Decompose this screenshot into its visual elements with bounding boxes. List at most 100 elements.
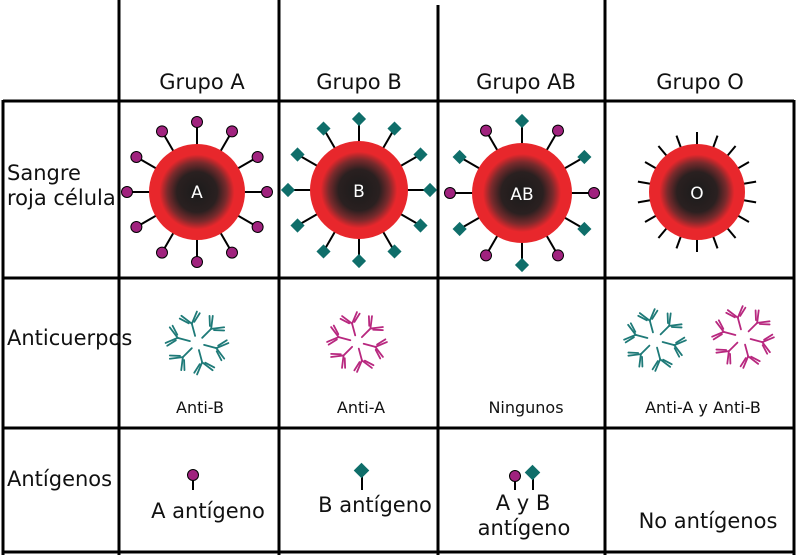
- red-cell-body: [649, 144, 745, 240]
- antigen-b-icon: [422, 182, 438, 198]
- antigen-a-icon: [251, 151, 264, 163]
- cell-letter-ab: AB: [510, 185, 533, 205]
- antigen-stalk: [219, 134, 231, 153]
- antigen-b-icon: [514, 257, 530, 273]
- antigen-stalk: [563, 158, 582, 170]
- antigen-b-icon: [316, 121, 331, 136]
- antibody-icon: [661, 336, 687, 358]
- antigen-b-icon: [452, 221, 467, 237]
- antigen-a-icon: [480, 249, 492, 262]
- column-header-group-o: Grupo O: [656, 70, 744, 94]
- antibody-icon: [326, 324, 352, 346]
- antigen-stalk: [462, 216, 481, 228]
- antigen-stalk: [163, 134, 175, 153]
- antigen-b-icon: [413, 218, 428, 233]
- antigen-a-icon: [480, 124, 492, 137]
- antigen-stalk: [657, 145, 669, 158]
- antibody-icon: [651, 346, 673, 372]
- antibody-icon: [193, 349, 216, 376]
- red-cell-group-b: [280, 111, 438, 269]
- antibody-label-group-a: Anti-B: [176, 398, 224, 417]
- antigen-ab-b-marker-icon: [524, 464, 541, 490]
- antibody-icon: [659, 312, 683, 336]
- antigen-markers: [187, 462, 541, 490]
- antigen-a-icon: [130, 151, 143, 163]
- antigen-stalk: [324, 230, 337, 249]
- antigen-a-icon: [552, 124, 564, 137]
- antigen-label-group-ab-line2: antígeno: [478, 516, 571, 540]
- antigen-a-icon: [261, 186, 273, 198]
- antigen-stalk: [381, 131, 394, 150]
- antigen-stalk: [324, 131, 337, 150]
- antigen-stalk: [675, 234, 683, 249]
- row-label-antigens: Antígenos: [7, 467, 112, 491]
- cell-letter-o: O: [690, 184, 703, 204]
- antibody-icon: [178, 310, 201, 337]
- antigen-a-icon: [226, 125, 238, 138]
- antigen-stalk: [139, 214, 158, 226]
- red-cell-body: [472, 143, 572, 243]
- antigen-b-icon: [316, 244, 331, 259]
- antigen-b-icon: [387, 244, 402, 259]
- antigen-b-icon: [577, 149, 592, 165]
- antigen-stalk: [637, 180, 652, 185]
- antibody-icon: [749, 333, 775, 355]
- antigen-stalk: [742, 180, 757, 185]
- antigen-a-icon: [552, 249, 564, 262]
- antibody-icon: [164, 324, 191, 347]
- antigen-stalk: [545, 234, 557, 253]
- antigen-stalk: [381, 230, 394, 249]
- cell-letter-b: B: [353, 182, 365, 202]
- antigen-a-icon: [588, 187, 600, 199]
- antigen-stalk: [139, 158, 158, 170]
- antigen-b-icon: [514, 113, 530, 129]
- antibody-label-group-ab: Ningunos: [488, 398, 563, 417]
- antibody-cluster-o-anti-b: [623, 308, 687, 372]
- antigen-stalk: [711, 135, 719, 150]
- antigen-a-icon: [251, 221, 264, 233]
- antigen-stalk: [563, 216, 582, 228]
- antibody-icon: [203, 339, 230, 362]
- antibody-cluster-anti-b: [164, 310, 230, 376]
- antibody-icon: [637, 308, 659, 334]
- column-header-group-b: Grupo B: [316, 70, 401, 94]
- antigen-stalk: [236, 158, 255, 170]
- antigen-b-icon: [387, 121, 402, 136]
- antigen-b-marker-icon: [353, 462, 370, 490]
- antigen-a-icon: [121, 186, 133, 198]
- red-cell-body: [149, 144, 245, 240]
- antibody-cluster-anti-a: [326, 311, 388, 373]
- antigen-stalk: [487, 234, 499, 253]
- antigen-a-icon: [191, 116, 203, 128]
- antigen-b-icon: [280, 182, 296, 198]
- antigen-a-icon: [191, 256, 203, 268]
- antibody-icon: [725, 305, 747, 331]
- antigen-stalk: [236, 214, 255, 226]
- antigen-ab-a-marker-icon: [509, 470, 521, 490]
- antigen-stalk: [742, 199, 757, 204]
- antibody-icon: [362, 338, 388, 360]
- antibody-icon: [353, 347, 375, 373]
- antigen-stalk: [300, 155, 319, 168]
- antigen-a-icon: [444, 187, 456, 199]
- antibody-icon: [715, 341, 739, 365]
- antigen-stalk: [637, 199, 652, 204]
- antibody-icon: [711, 319, 737, 341]
- antigen-stalk: [219, 231, 231, 250]
- red-cell-group-o: [637, 132, 757, 252]
- antibody-icon: [168, 347, 193, 372]
- row-label-red-cell-line1: Sangre: [7, 161, 81, 185]
- column-header-group-ab: Grupo AB: [476, 70, 576, 94]
- antigen-stalk: [725, 226, 737, 239]
- antibody-icon: [201, 314, 226, 339]
- red-cell-body: [310, 141, 408, 239]
- antibody-icon: [739, 343, 761, 369]
- red-cell-group-a: [121, 116, 273, 268]
- antigen-stalk: [300, 212, 319, 225]
- antigen-stalk: [399, 155, 418, 168]
- antigen-stalk: [487, 133, 499, 152]
- antigen-stalk: [644, 214, 658, 223]
- antigen-b-icon: [290, 147, 305, 162]
